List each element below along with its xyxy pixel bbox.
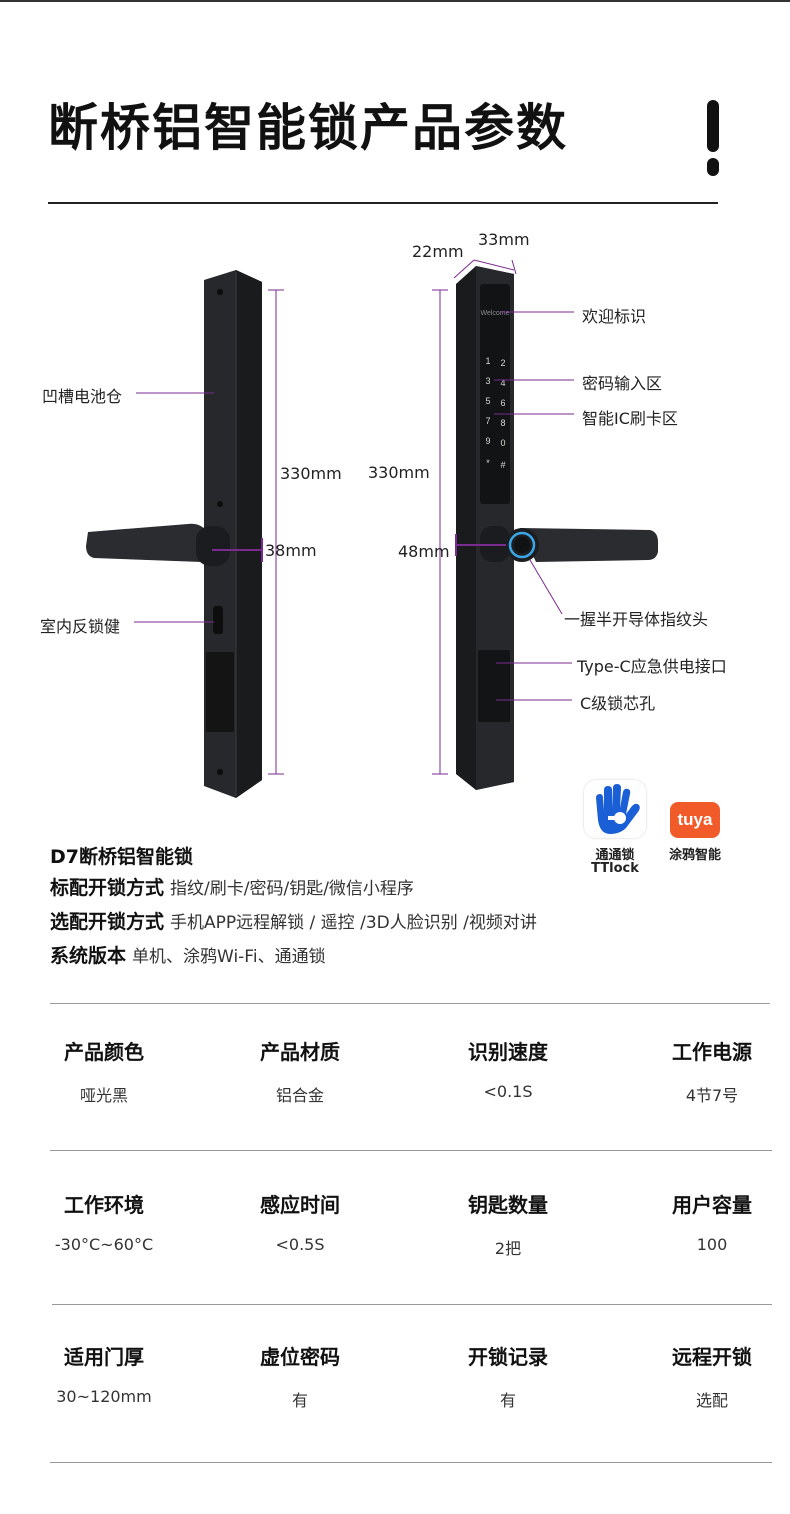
spec-value: 100 [696, 1235, 728, 1254]
spec-label: 识别速度 [468, 1040, 548, 1064]
intro-value: 指纹/刷卡/密码/钥匙/微信小程序 [170, 879, 414, 899]
spec-label: 产品材质 [260, 1040, 340, 1064]
callout-battery: 凹槽电池仓 [42, 387, 123, 406]
ttlock-cn-label: 通通锁 [595, 848, 635, 863]
exclamation-icon [707, 100, 719, 152]
spec-cell: 用户容量 100 [622, 1189, 790, 1254]
spec-value: 30~120mm [56, 1387, 152, 1406]
spec-value: 2把 [494, 1239, 522, 1258]
spec-label: 开锁记录 [468, 1345, 548, 1369]
spec-label: 产品颜色 [64, 1040, 144, 1064]
welcome-text: Welcome [480, 310, 509, 317]
hand-key-icon [596, 784, 640, 834]
svg-text:9: 9 [485, 436, 490, 446]
svg-text:3: 3 [485, 376, 490, 386]
dim-depth-right: 48mm [398, 542, 450, 561]
intro-row-standard: 标配开锁方式指纹/刷卡/密码/钥匙/微信小程序 [50, 876, 537, 910]
spec-divider [50, 1003, 770, 1004]
svg-text:8: 8 [500, 418, 505, 428]
spec-label: 远程开锁 [672, 1345, 752, 1369]
intro-key: 系统版本 [50, 945, 127, 967]
callout-welcome: 欢迎标识 [582, 307, 647, 326]
dim-height-left: 330mm [280, 464, 342, 483]
callout-fingerprint: 一握半开导体指纹头 [564, 610, 709, 629]
spec-value: <0.1S [483, 1082, 533, 1101]
spec-cell: 工作电源 4节7号 [622, 1036, 790, 1106]
spec-cell: 适用门厚 30~120mm [14, 1341, 194, 1406]
intro-value: 手机APP远程解锁 / 遥控 /3D人脸识别 /视频对讲 [170, 913, 537, 933]
spec-cell: 识别速度 <0.1S [418, 1036, 598, 1101]
spec-value: 选配 [695, 1391, 728, 1410]
spec-cell: 产品材质 铝合金 [210, 1036, 390, 1106]
svg-text:*: * [486, 458, 490, 468]
spec-divider [50, 1150, 772, 1151]
spec-cell: 工作环境 -30°C~60°C [14, 1189, 194, 1254]
spec-divider [50, 1462, 772, 1463]
spec-label: 感应时间 [260, 1193, 340, 1217]
product-intro: D7断桥铝智能锁 标配开锁方式指纹/刷卡/密码/钥匙/微信小程序 选配开锁方式手… [50, 842, 537, 978]
spec-cell: 产品颜色 哑光黑 [14, 1036, 194, 1106]
spec-value: 4节7号 [685, 1086, 739, 1105]
spec-cell: 钥匙数量 2把 [418, 1189, 598, 1259]
svg-text:1: 1 [485, 356, 490, 366]
page-title: 断桥铝智能锁产品参数 [48, 99, 568, 157]
svg-text:5: 5 [485, 396, 490, 406]
exclamation-dot-icon [707, 158, 719, 176]
tuya-cn-label: 涂鸦智能 [668, 848, 721, 863]
callout-lock-core: C级锁芯孔 [580, 694, 656, 713]
callout-reverse-lock: 室内反锁健 [40, 617, 121, 636]
dim-width-b: 33mm [478, 230, 530, 249]
dim-height-right: 330mm [368, 463, 430, 482]
tuya-logo: tuya [670, 802, 720, 838]
dim-width-a: 22mm [412, 242, 464, 261]
title-divider [48, 202, 718, 204]
intro-value: 单机、涂鸦Wi-Fi、通通锁 [132, 947, 326, 967]
spec-label: 工作环境 [64, 1193, 144, 1217]
ttlock-logo [584, 780, 646, 838]
indoor-lock-body [86, 270, 262, 798]
spec-cell: 虚位密码 有 [210, 1341, 390, 1411]
spec-cell: 远程开锁 选配 [622, 1341, 790, 1411]
spec-label: 工作电源 [672, 1040, 752, 1064]
svg-text:6: 6 [500, 398, 505, 408]
spec-label: 虚位密码 [260, 1345, 340, 1369]
spec-value: -30°C~60°C [54, 1235, 154, 1254]
callout-keypad: 密码输入区 [582, 374, 663, 393]
spec-cell: 开锁记录 有 [418, 1341, 598, 1411]
spec-label: 适用门厚 [64, 1345, 144, 1369]
svg-text:7: 7 [485, 416, 490, 426]
svg-text:2: 2 [500, 358, 505, 368]
ttlock-en-label: TTlock [591, 861, 639, 876]
spec-value: 有 [499, 1391, 516, 1410]
top-border [0, 0, 790, 2]
intro-key: 标配开锁方式 [50, 877, 165, 899]
model-name: D7断桥铝智能锁 [50, 846, 193, 868]
spec-label: 钥匙数量 [468, 1193, 548, 1217]
intro-row-optional: 选配开锁方式手机APP远程解锁 / 遥控 /3D人脸识别 /视频对讲 [50, 910, 537, 944]
spec-value: 铝合金 [275, 1086, 324, 1105]
svg-text:4: 4 [500, 378, 505, 388]
intro-key: 选配开锁方式 [50, 911, 165, 933]
callout-type-c: Type-C应急供电接口 [577, 657, 727, 676]
dim-depth-left: 38mm [265, 541, 317, 560]
spec-value: 哑光黑 [79, 1086, 128, 1105]
tuya-logo-word: tuya [677, 810, 713, 829]
spec-label: 用户容量 [672, 1193, 752, 1217]
callout-ic-card: 智能IC刷卡区 [582, 409, 678, 428]
svg-text:#: # [500, 460, 505, 470]
svg-text:0: 0 [500, 438, 505, 448]
spec-value: 有 [291, 1391, 308, 1410]
intro-row-system: 系统版本单机、涂鸦Wi-Fi、通通锁 [50, 944, 537, 978]
spec-value: <0.5S [275, 1235, 325, 1254]
spec-divider [52, 1304, 772, 1305]
spec-cell: 感应时间 <0.5S [210, 1189, 390, 1254]
